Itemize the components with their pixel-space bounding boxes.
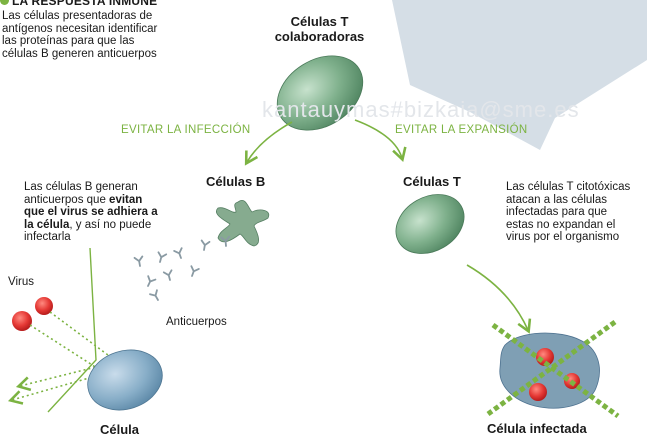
intro-text: Las células presentadoras de antígenos n… bbox=[2, 10, 158, 60]
arrow-infection bbox=[244, 121, 293, 166]
t-cytotoxic-cell bbox=[395, 194, 465, 254]
virus-paths bbox=[7, 311, 113, 405]
virus-particle-2 bbox=[35, 297, 53, 315]
background-arrow-shape bbox=[392, 0, 647, 150]
virus-particle-1 bbox=[12, 311, 32, 331]
cross-out-mark bbox=[486, 319, 620, 419]
label-evitar-expansion: EVITAR LA EXPANSIÓN bbox=[395, 124, 528, 136]
infected-virus-3 bbox=[529, 383, 547, 401]
label-cell: Célula bbox=[100, 422, 140, 437]
label-t-cells: Células T bbox=[403, 174, 461, 189]
b-cell bbox=[216, 200, 270, 247]
t-cells-description: Las células T citotóxicas atacan a las c… bbox=[506, 181, 631, 243]
page-title: LA RESPUESTA INMUNE bbox=[0, 0, 157, 8]
label-infected-cell: Célula infectada bbox=[487, 421, 587, 436]
label-antibodies: Anticuerpos bbox=[166, 316, 227, 328]
label-b-cells: Células B bbox=[206, 174, 266, 189]
watermark: kantauymas#bizkaia@sme.es bbox=[262, 97, 580, 122]
target-cell bbox=[87, 349, 163, 411]
label-virus: Virus bbox=[8, 276, 34, 288]
t-helper-cell bbox=[276, 55, 364, 131]
arrow-expansion bbox=[354, 119, 407, 162]
b-cells-description: Las células B generan anticuerpos que ev… bbox=[24, 181, 158, 243]
arrow-to-infected bbox=[466, 264, 532, 334]
bullet-dot-icon bbox=[0, 0, 9, 5]
antibodies bbox=[133, 235, 231, 301]
label-t-helper: Células T colaboradoras bbox=[274, 14, 365, 44]
b-pointer-line bbox=[47, 247, 97, 413]
label-evitar-infeccion: EVITAR LA INFECCIÓN bbox=[121, 124, 251, 136]
